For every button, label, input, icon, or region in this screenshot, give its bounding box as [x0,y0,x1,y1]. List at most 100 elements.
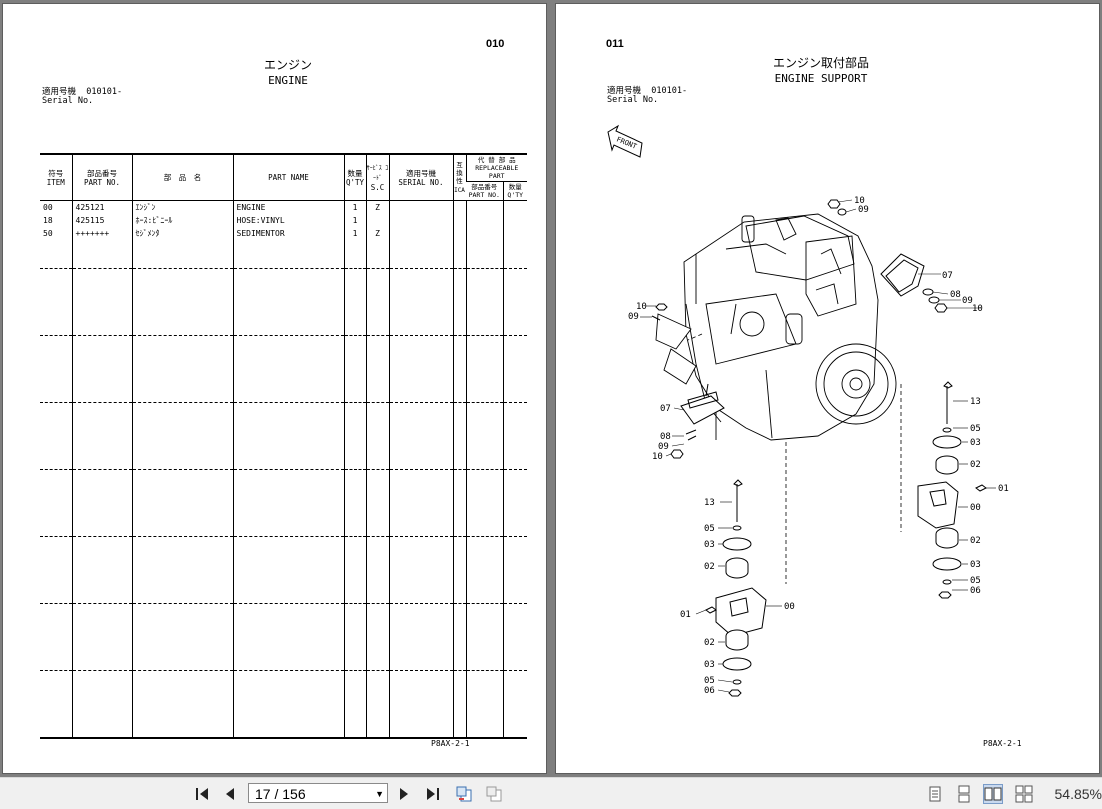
previous-page-button[interactable] [220,784,240,804]
callout-label: 09 [628,312,639,322]
page-indicator: 17 / 156 [255,786,306,802]
page-number: 010 [486,38,505,50]
serial-label-en: Serial No. [607,95,659,105]
callout-label: 05 [970,576,981,586]
single-page-icon [929,786,941,802]
callout-label: 03 [704,660,715,670]
serial-label-en: Serial No. [42,96,94,106]
callout-label: 13 [704,498,715,508]
single-page-view-button[interactable] [925,784,945,804]
callout-label: 01 [998,484,1009,494]
callout-label: 10 [652,452,663,462]
callout-label: 01 [680,610,691,620]
continuous-facing-view-button[interactable] [1014,784,1034,804]
title-jp: エンジン取付部品 [772,56,869,70]
callout-label: 07 [942,271,953,281]
engine-illustration [655,213,897,441]
table-row-empty [40,268,527,336]
last-page-icon [427,788,439,800]
col-part-name-en: PART NAME [232,153,344,201]
callout-label: 05 [704,524,715,534]
table-row-empty [40,402,527,470]
col-part-name-jp: 部 品 名 [131,153,233,201]
facing-pages-view-button[interactable] [983,784,1003,804]
callout-label: 10 [636,302,647,312]
callout-label: 08 [950,290,961,300]
front-arrow-icon [607,124,643,158]
callout-label: 08 [660,432,671,442]
page-number-input[interactable]: 17 / 156 ▼ [248,783,388,803]
callout-label: 09 [962,296,973,306]
table-row-empty [40,670,527,739]
callout-label: 00 [784,602,795,612]
callout-label: 03 [970,560,981,570]
col-rep-qty: 数量 Q'TY [502,181,527,201]
title-en: ENGINE [268,74,308,87]
viewer-toolbar: 17 / 156 ▼ 54.85% [0,777,1102,809]
callout-label: 02 [970,536,981,546]
left-page: 010 エンジン ENGINE 適用号機 010101- Serial No. … [3,4,546,773]
back-view-icon [456,786,472,802]
forward-view-icon [486,786,502,802]
callout-label: 05 [970,424,981,434]
last-page-button[interactable] [423,784,443,804]
serial-value: 010101- [651,86,688,96]
engine-support-diagram: 10 09 07 08 09 10 10 09 07 08 09 10 13 0… [607,124,1009,697]
footer-code: P8AX-2-1 [431,739,470,748]
zoom-level[interactable]: 54.85% [1054,786,1102,802]
chevron-down-icon[interactable]: ▼ [375,789,384,799]
serial-value: 010101- [86,87,123,97]
footer-code: P8AX-2-1 [983,739,1022,748]
callout-label: 02 [970,460,981,470]
callout-label: 06 [704,686,715,696]
page-title: エンジン ENGINE [3,56,573,87]
table-row-empty [40,536,527,604]
callout-label: 02 [704,562,715,572]
first-page-button[interactable] [192,784,212,804]
table-row-empty [40,603,527,671]
callout-label: 02 [704,638,715,648]
callout-label: 06 [970,586,981,596]
callout-label: 05 [704,676,715,686]
continuous-page-icon [958,785,970,803]
previous-page-icon [226,788,234,800]
next-page-icon [400,788,408,800]
callout-label: 00 [970,503,981,513]
serial-label-jp: 適用号機 [42,87,77,97]
continuous-facing-icon [1015,785,1033,803]
table-row-empty [40,469,527,537]
col-rep-part-no: 部品番号 PART NO. [466,181,503,201]
first-page-icon [196,788,208,800]
go-back-view-button[interactable] [454,784,474,804]
table-row-empty [40,335,527,403]
callout-label: 13 [970,397,981,407]
serial-info: 適用号機 010101- Serial No. [607,87,687,105]
title-jp: エンジン [263,58,312,72]
page-title: エンジン取付部品 ENGINE SUPPORT [556,54,1086,85]
right-page: 011 エンジン取付部品 ENGINE SUPPORT 適用号機 010101-… [556,4,1099,773]
serial-info: 適用号機 010101- Serial No. [42,88,122,106]
callout-label: 09 [858,205,869,215]
callout-label: 03 [704,540,715,550]
callout-label: 09 [658,442,669,452]
callout-label: 07 [660,404,671,414]
go-forward-view-button[interactable] [484,784,504,804]
facing-pages-icon [984,787,1002,801]
page-number: 011 [606,38,624,50]
serial-label-jp: 適用号機 [607,86,642,96]
continuous-view-button[interactable] [954,784,974,804]
callout-label: 10 [854,196,865,206]
next-page-button[interactable] [394,784,414,804]
title-en: ENGINE SUPPORT [774,72,868,85]
